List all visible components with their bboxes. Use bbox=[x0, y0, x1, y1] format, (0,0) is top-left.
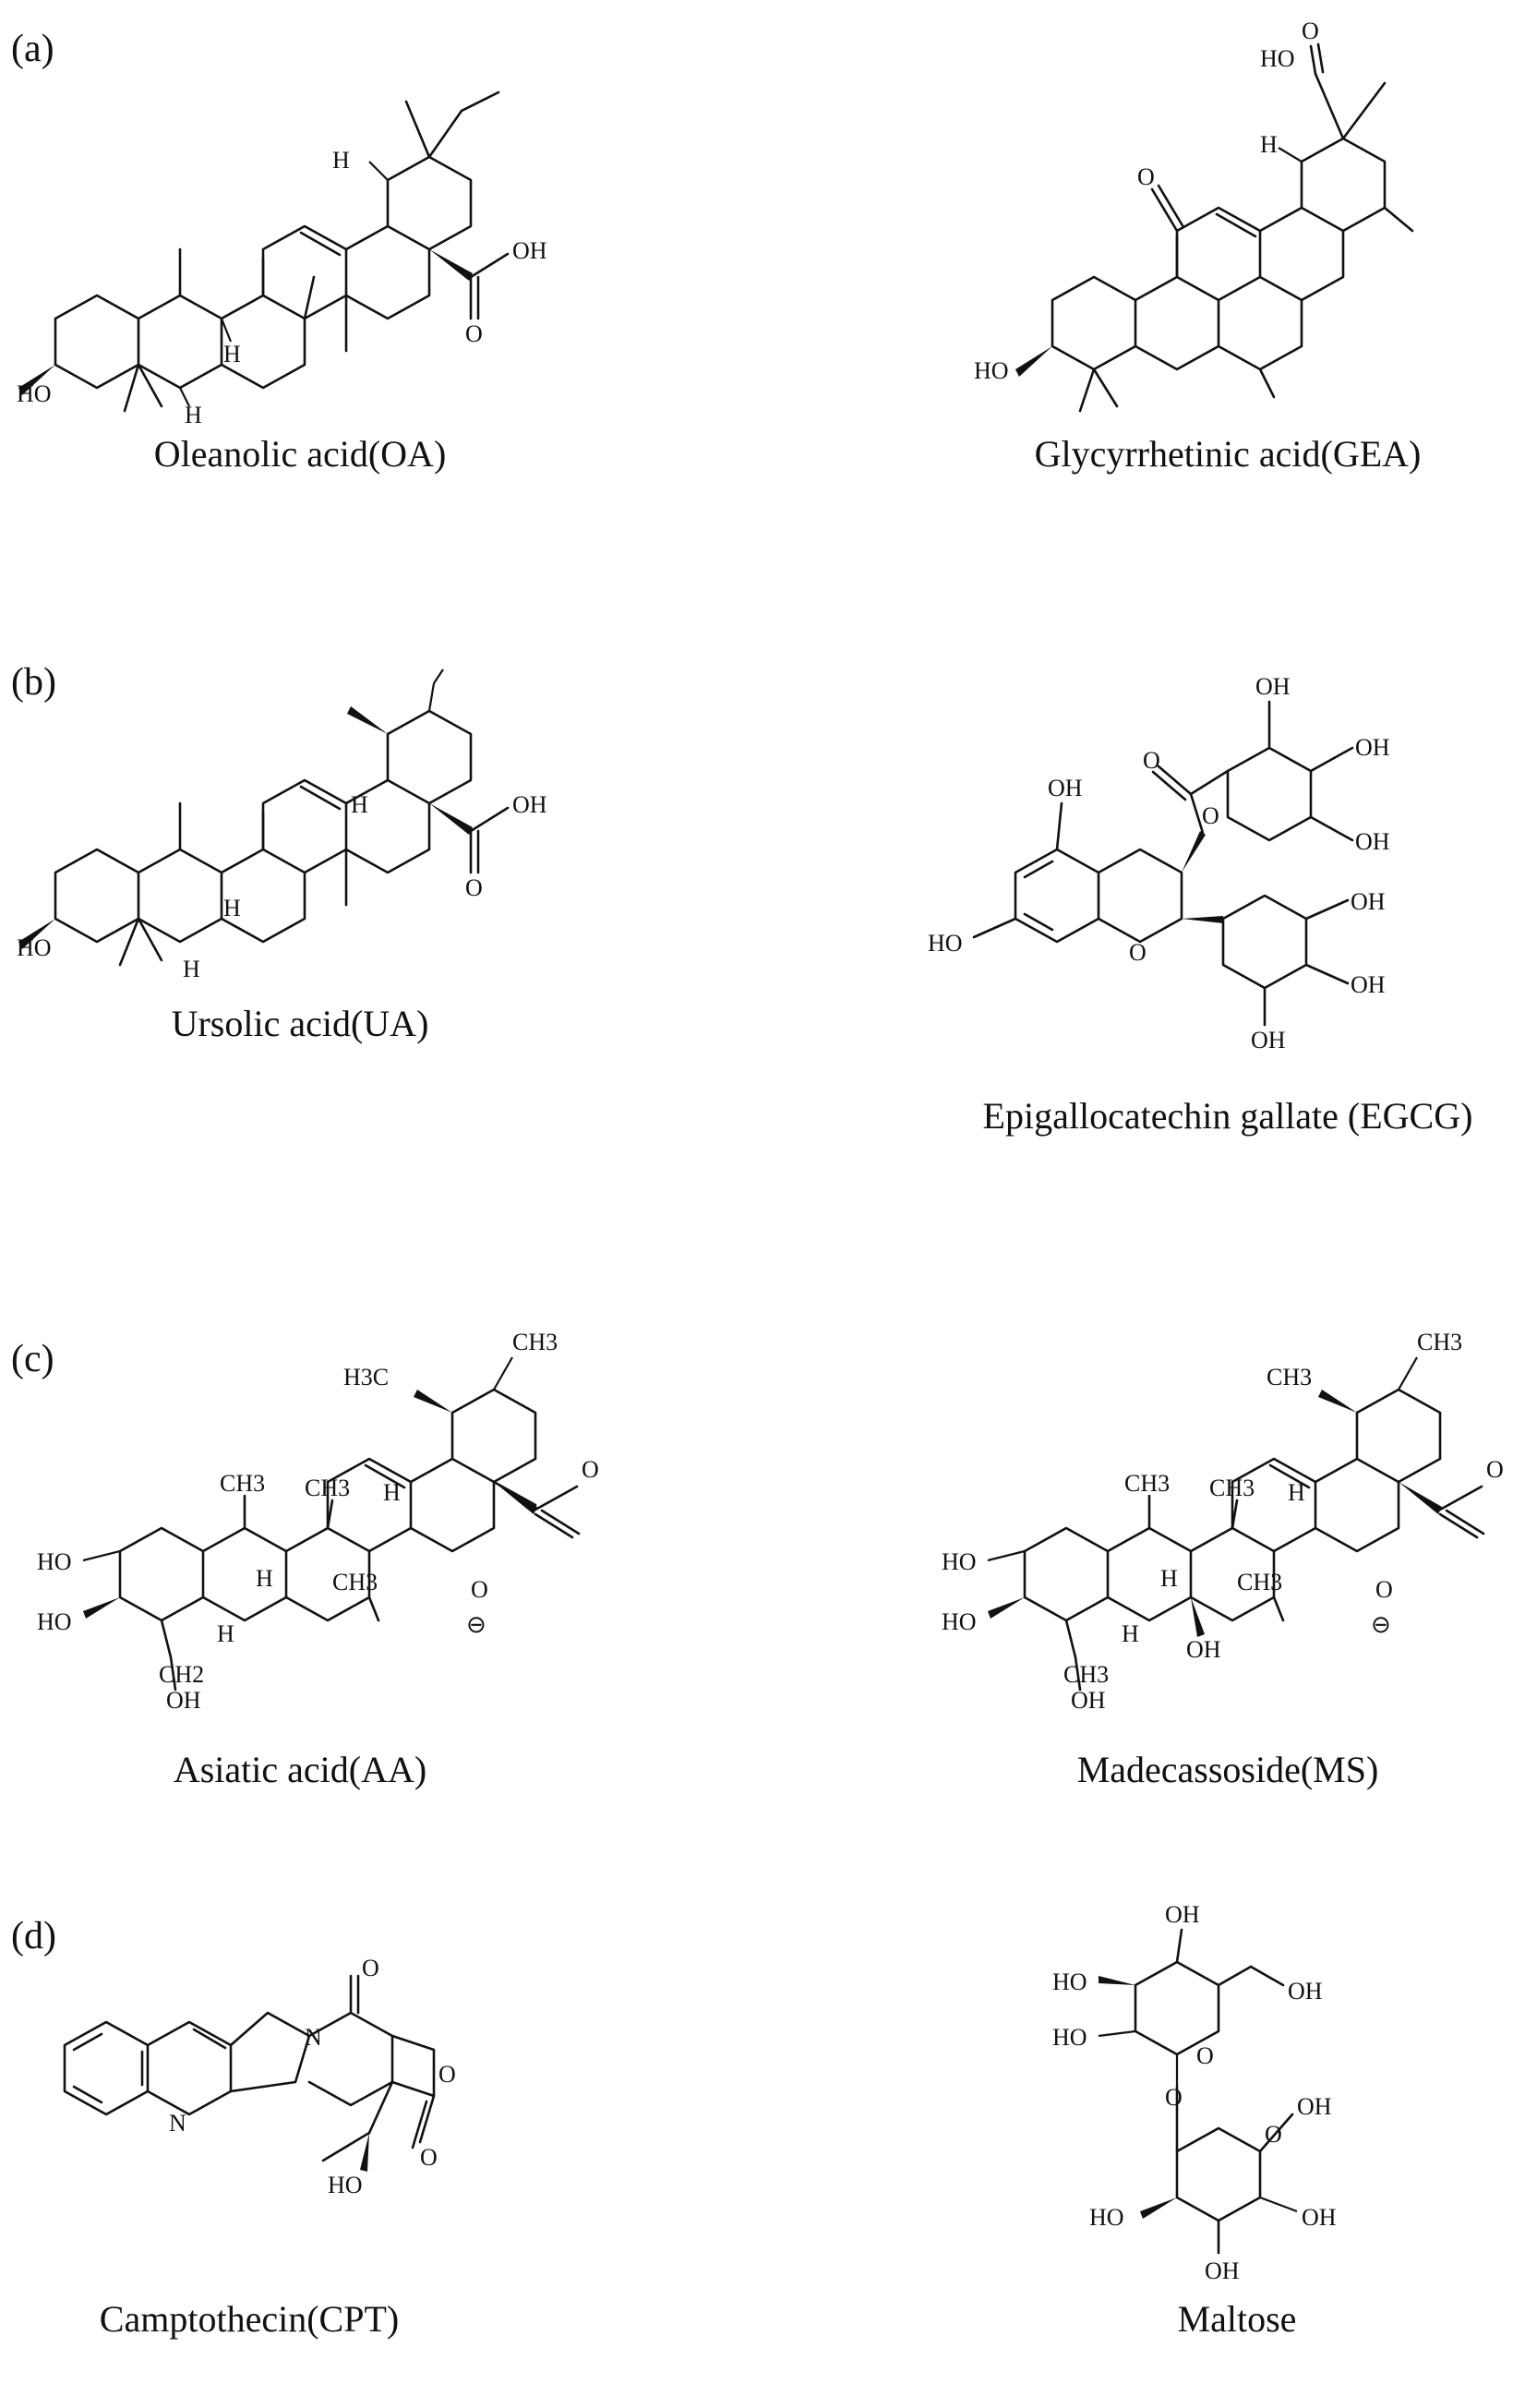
structure-egcg bbox=[972, 700, 1354, 1027]
atom-label: CH3 bbox=[1063, 1661, 1109, 1688]
atom-label: O bbox=[1375, 1576, 1393, 1603]
atom-label: H bbox=[332, 147, 350, 174]
atom-label: OH bbox=[512, 791, 547, 818]
atom-label: CH3 bbox=[1417, 1329, 1462, 1355]
caption-camptothecin: Camptothecin(CPT) bbox=[100, 2298, 399, 2340]
atom-label: OH bbox=[1186, 1636, 1221, 1663]
atom-label: HO bbox=[328, 2172, 363, 2198]
atom-label: HO bbox=[37, 1608, 72, 1635]
atom-label: O bbox=[465, 320, 483, 347]
atom-label: CH3 bbox=[220, 1470, 265, 1497]
caption-ursolic-acid: Ursolic acid(UA) bbox=[172, 1003, 429, 1044]
atom-label: HO bbox=[17, 934, 52, 961]
structure-camptothecin bbox=[63, 1974, 436, 2172]
atom-label: CH2 bbox=[159, 1661, 204, 1688]
atom-label: OH bbox=[1302, 2204, 1337, 2231]
panel-label-b: (b) bbox=[11, 661, 56, 704]
atom-label: H bbox=[223, 341, 241, 367]
atom-label: O bbox=[1143, 747, 1160, 774]
atom-label: OH bbox=[1297, 2093, 1332, 2120]
atom-label: CH3 bbox=[1237, 1569, 1282, 1595]
panel-label-a: (a) bbox=[11, 28, 54, 70]
atom-label: ⊖ bbox=[466, 1611, 486, 1638]
panel-label-c: (c) bbox=[11, 1338, 54, 1380]
atom-label: O bbox=[582, 1456, 599, 1483]
atom-label: O bbox=[1202, 802, 1219, 829]
atom-label: O bbox=[465, 874, 483, 901]
caption-egcg: Epigallocatechin gallate (EGCG) bbox=[983, 1095, 1473, 1137]
caption-madecassoside: Madecassoside(MS) bbox=[1077, 1749, 1379, 1790]
atom-label: H bbox=[1160, 1565, 1178, 1592]
atom-label: OH bbox=[1255, 673, 1291, 700]
structure-madecassoside bbox=[987, 1356, 1485, 1692]
atom-label: HO bbox=[1052, 2024, 1087, 2051]
atom-label: O bbox=[1129, 939, 1147, 966]
atom-label: CH3 bbox=[1124, 1470, 1170, 1497]
atom-label: N bbox=[169, 2110, 186, 2137]
atom-label: OH bbox=[1351, 971, 1386, 998]
atom-label: O bbox=[1137, 163, 1155, 190]
structure-maltose bbox=[1098, 1928, 1298, 2255]
atom-label: HO bbox=[1260, 45, 1295, 72]
atom-label: H bbox=[1260, 131, 1278, 158]
atom-label: HO bbox=[942, 1608, 977, 1635]
atom-label: ⊖ bbox=[1371, 1611, 1391, 1638]
atom-label: O bbox=[362, 1955, 379, 1981]
atom-label: H bbox=[1122, 1620, 1139, 1647]
atom-label: CH3 bbox=[305, 1475, 350, 1501]
atom-label: O bbox=[438, 2061, 456, 2088]
caption-maltose: Maltose bbox=[1178, 2298, 1297, 2340]
atom-label: H bbox=[1288, 1479, 1305, 1506]
atom-label: O bbox=[1196, 2042, 1214, 2069]
atom-label: H3C bbox=[343, 1364, 389, 1391]
atom-label: O bbox=[1265, 2121, 1282, 2148]
atom-label: OH bbox=[1205, 2258, 1240, 2284]
atom-label: OH bbox=[1251, 1027, 1286, 1054]
atom-label: H bbox=[223, 895, 241, 921]
atom-label: OH bbox=[1288, 1978, 1323, 2005]
atom-label: OH bbox=[1071, 1687, 1106, 1714]
structure-oleanolic-acid bbox=[18, 90, 510, 413]
panel-label-d: (d) bbox=[11, 1915, 56, 1957]
atom-label: HO bbox=[1052, 1969, 1087, 1995]
atom-label: O bbox=[471, 1576, 488, 1603]
caption-asiatic-acid: Asiatic acid(AA) bbox=[174, 1749, 426, 1790]
atom-label: H bbox=[185, 402, 202, 428]
atom-label: O bbox=[1165, 2084, 1183, 2111]
atom-label: HO bbox=[942, 1548, 977, 1575]
atom-label: HO bbox=[974, 357, 1009, 384]
structure-ursolic-acid bbox=[18, 668, 510, 967]
caption-glycyrrhetinic-acid: Glycyrrhetinic acid(GEA) bbox=[1035, 433, 1422, 475]
atom-label: HO bbox=[928, 930, 963, 957]
atom-label: OH bbox=[1351, 888, 1386, 915]
atom-label: O bbox=[1302, 18, 1319, 44]
atom-label: H bbox=[351, 791, 368, 818]
atom-label: H bbox=[183, 956, 200, 982]
atom-label: HO bbox=[1089, 2204, 1124, 2231]
atom-label: CH3 bbox=[512, 1329, 558, 1355]
structure-asiatic-acid bbox=[82, 1356, 581, 1692]
atom-label: OH bbox=[1355, 734, 1390, 761]
atom-label: O bbox=[420, 2144, 438, 2171]
atom-label: H bbox=[383, 1479, 401, 1506]
atom-label: H bbox=[256, 1565, 273, 1592]
atom-label: OH bbox=[166, 1687, 201, 1714]
atom-label: CH3 bbox=[1267, 1364, 1312, 1391]
atom-label: HO bbox=[37, 1548, 72, 1575]
atom-label: OH bbox=[1165, 1901, 1200, 1928]
atom-label: CH3 bbox=[1209, 1475, 1255, 1501]
structure-glycyrrhetinic-acid bbox=[1015, 42, 1414, 413]
atom-label: OH bbox=[1355, 828, 1390, 855]
atom-label: O bbox=[1486, 1456, 1504, 1483]
caption-oleanolic-acid: Oleanolic acid(OA) bbox=[154, 433, 447, 475]
atom-label: H bbox=[217, 1620, 234, 1647]
atom-label: HO bbox=[17, 380, 52, 407]
atom-label: OH bbox=[1048, 775, 1083, 801]
atom-label: CH3 bbox=[332, 1569, 378, 1595]
atom-label: OH bbox=[512, 237, 547, 264]
atom-label: N bbox=[305, 2024, 322, 2051]
